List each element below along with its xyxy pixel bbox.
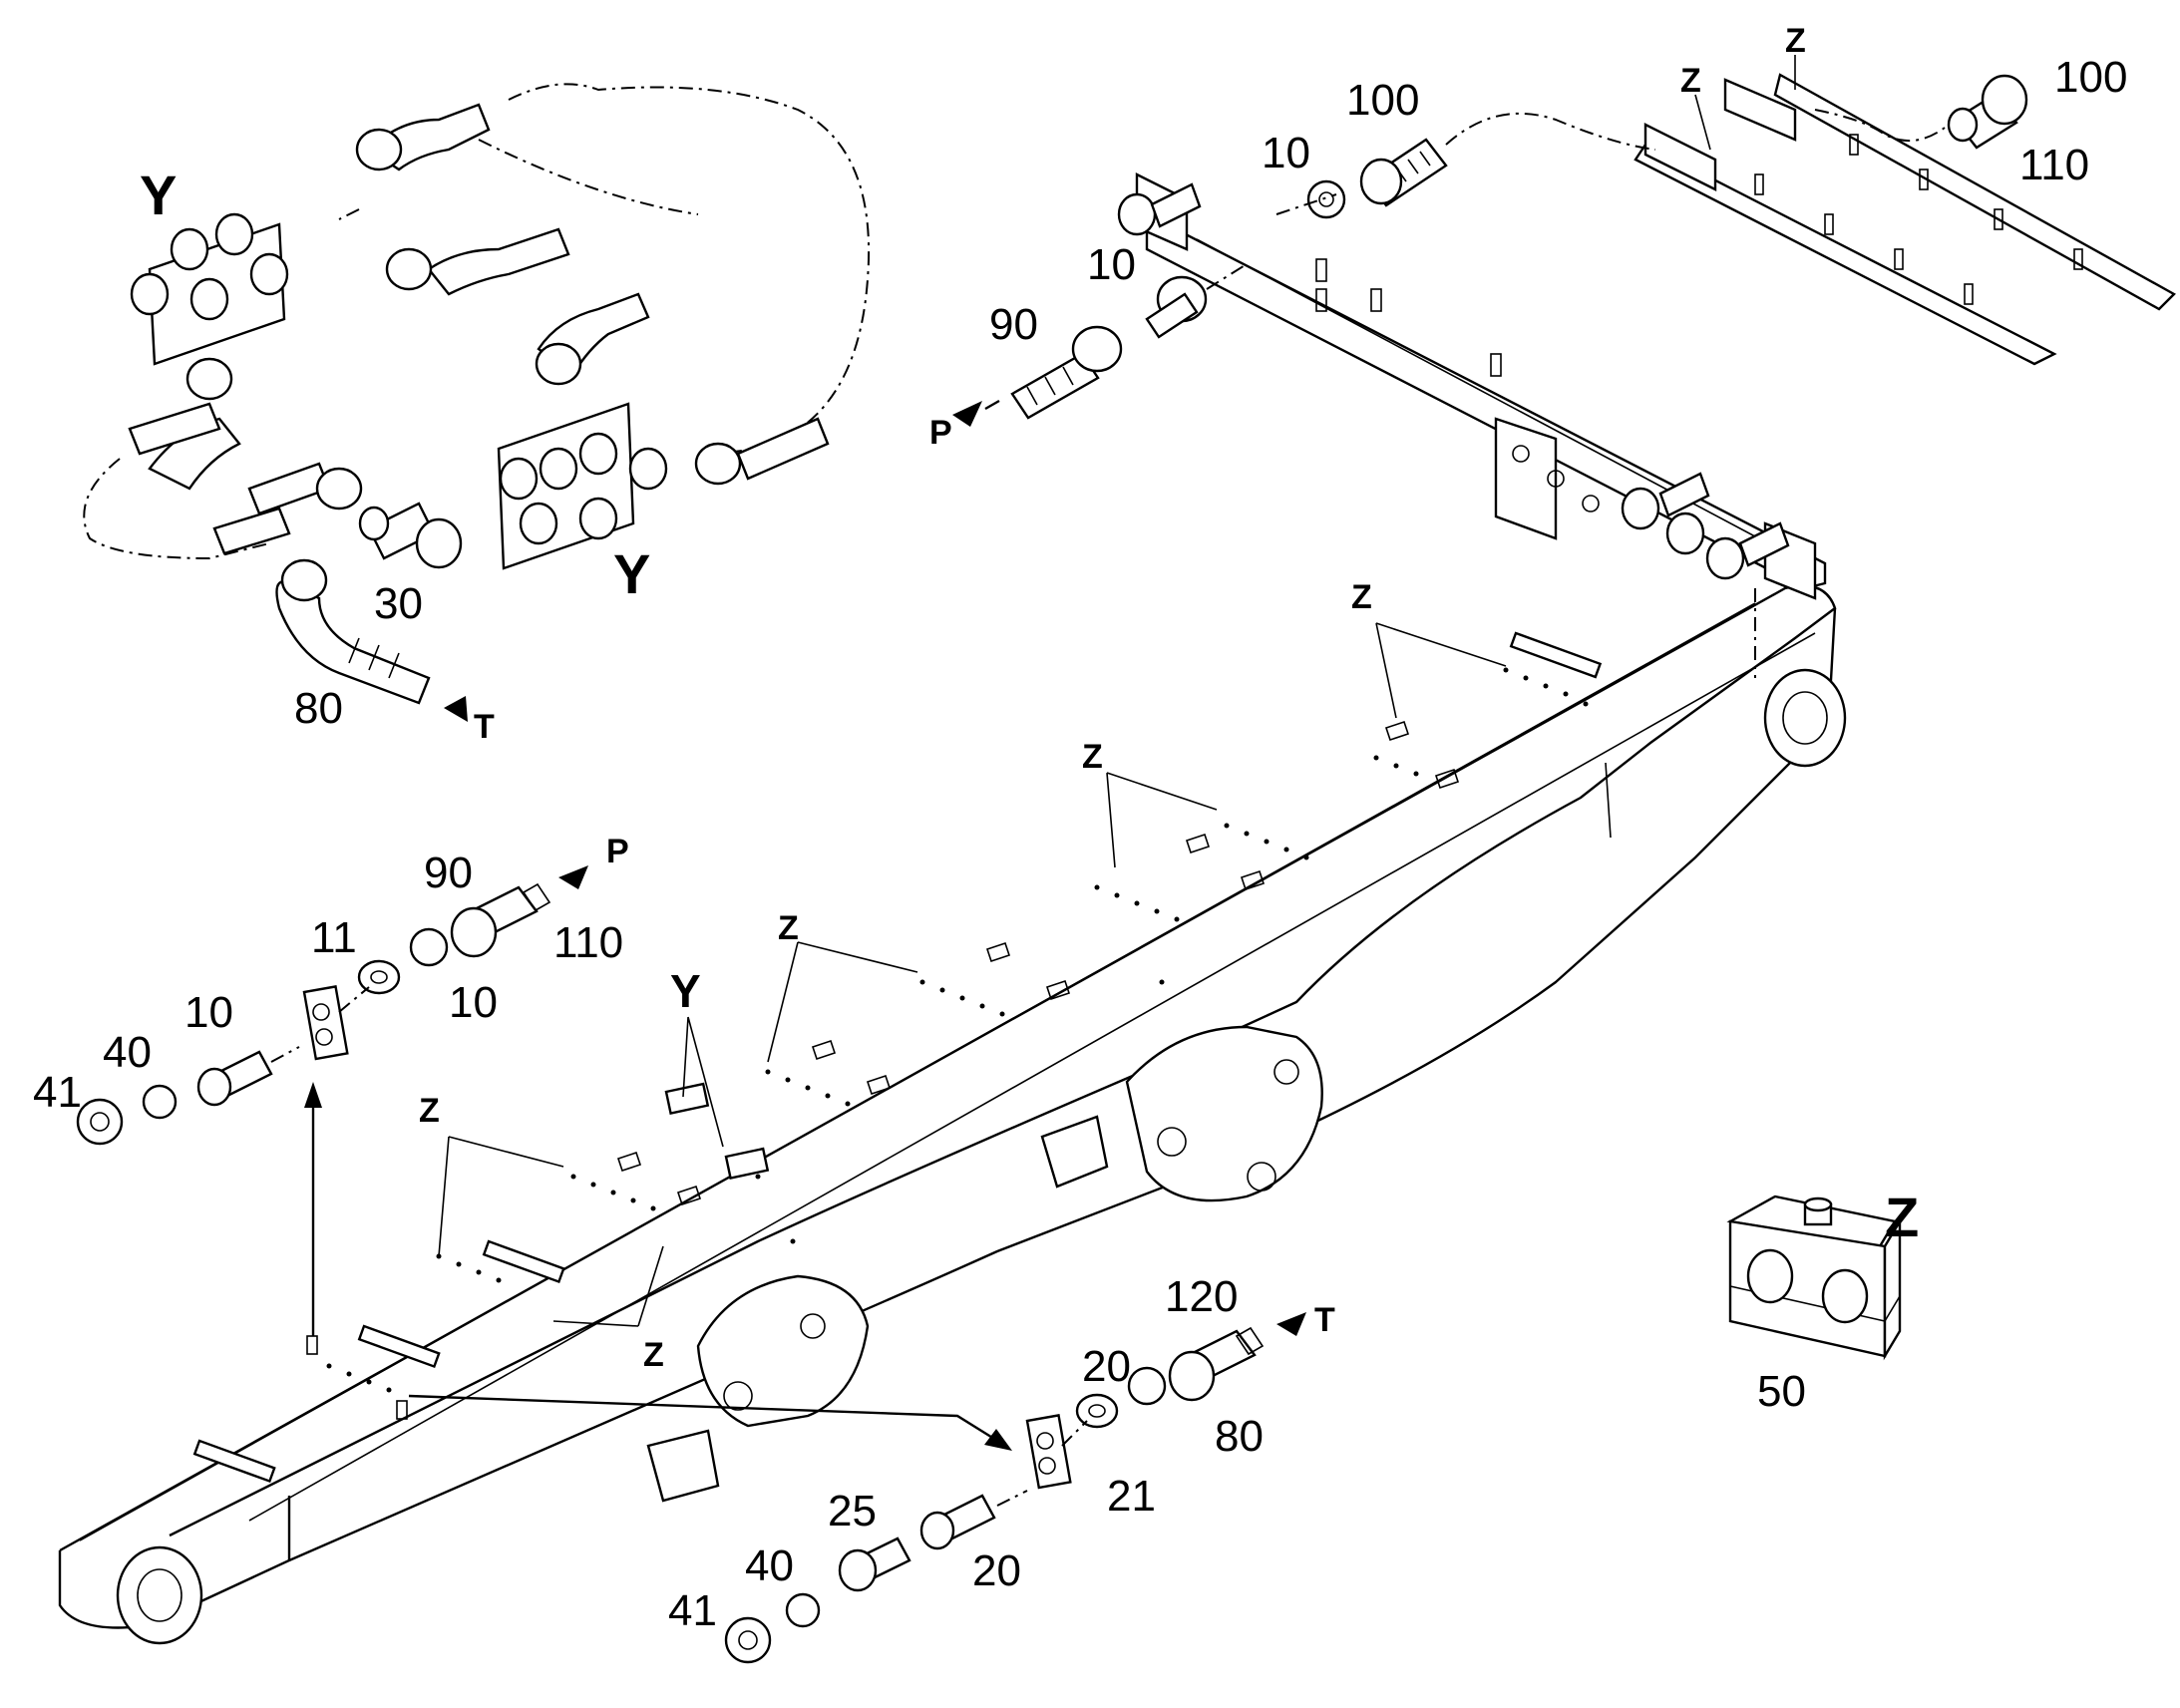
callout-y-boom: Y bbox=[670, 965, 701, 1017]
part-21: 21 bbox=[1107, 1472, 1156, 1521]
part-10-mid-a: 10 bbox=[449, 978, 498, 1027]
part-41-mid: 41 bbox=[33, 1068, 82, 1117]
callout-z-boom-1: Z bbox=[1351, 578, 1372, 616]
bolt-assembly-top bbox=[952, 74, 2028, 427]
callout-z-boom-2: Z bbox=[1082, 738, 1103, 776]
callout-z-rail-2: Z bbox=[1785, 22, 1806, 60]
fitting-stack-upper bbox=[76, 865, 588, 1336]
part-110-right: 110 bbox=[2019, 141, 2089, 189]
part-10-mid-b: 10 bbox=[184, 988, 233, 1037]
part-11: 11 bbox=[311, 913, 357, 962]
part-25: 25 bbox=[828, 1487, 877, 1536]
callout-z-boom-5: Z bbox=[643, 1336, 664, 1374]
port-p-top: P bbox=[929, 414, 952, 452]
part-30: 30 bbox=[374, 579, 423, 628]
part-80-low: 80 bbox=[1215, 1412, 1264, 1461]
callout-y-mid: Y bbox=[613, 542, 650, 605]
part-90-mid: 90 bbox=[424, 849, 473, 897]
port-t-top: T bbox=[474, 708, 495, 746]
part-10-top-a: 10 bbox=[1262, 129, 1310, 177]
part-110-mid: 110 bbox=[553, 918, 623, 967]
hose-loop-assembly bbox=[83, 83, 871, 722]
part-40-low: 40 bbox=[745, 1541, 794, 1590]
port-t-low: T bbox=[1314, 1301, 1335, 1339]
part-90-top: 90 bbox=[989, 300, 1038, 349]
callout-z-rail-1: Z bbox=[1680, 62, 1701, 100]
callout-leaders bbox=[438, 55, 1796, 1327]
part-41-low: 41 bbox=[668, 1586, 717, 1635]
clamp-detail-z bbox=[1726, 1195, 1902, 1361]
callout-z-boom-4: Z bbox=[419, 1092, 440, 1130]
part-20-b: 20 bbox=[972, 1546, 1021, 1595]
part-80-top: 80 bbox=[294, 684, 343, 733]
part-100-right: 100 bbox=[2054, 53, 2127, 102]
fitting-stack-lower bbox=[408, 1312, 1306, 1664]
part-40-mid: 40 bbox=[103, 1028, 152, 1077]
callout-labels: Y Y Y Z Z Z Z Z Z Z Z 10 100 10 90 100 1… bbox=[33, 22, 2127, 1635]
part-100-top: 100 bbox=[1346, 76, 1419, 125]
callout-z-boom-3: Z bbox=[778, 909, 799, 947]
part-120: 120 bbox=[1165, 1272, 1238, 1321]
boom-arm bbox=[58, 584, 1847, 1645]
part-50: 50 bbox=[1757, 1367, 1806, 1416]
port-p-mid: P bbox=[606, 833, 629, 870]
callout-y-top: Y bbox=[140, 164, 177, 226]
pipe-rail-assembly bbox=[1117, 73, 2176, 678]
callout-z-detail: Z bbox=[1885, 1186, 1919, 1248]
part-10-top-b: 10 bbox=[1087, 240, 1136, 289]
part-20-a: 20 bbox=[1082, 1342, 1131, 1391]
